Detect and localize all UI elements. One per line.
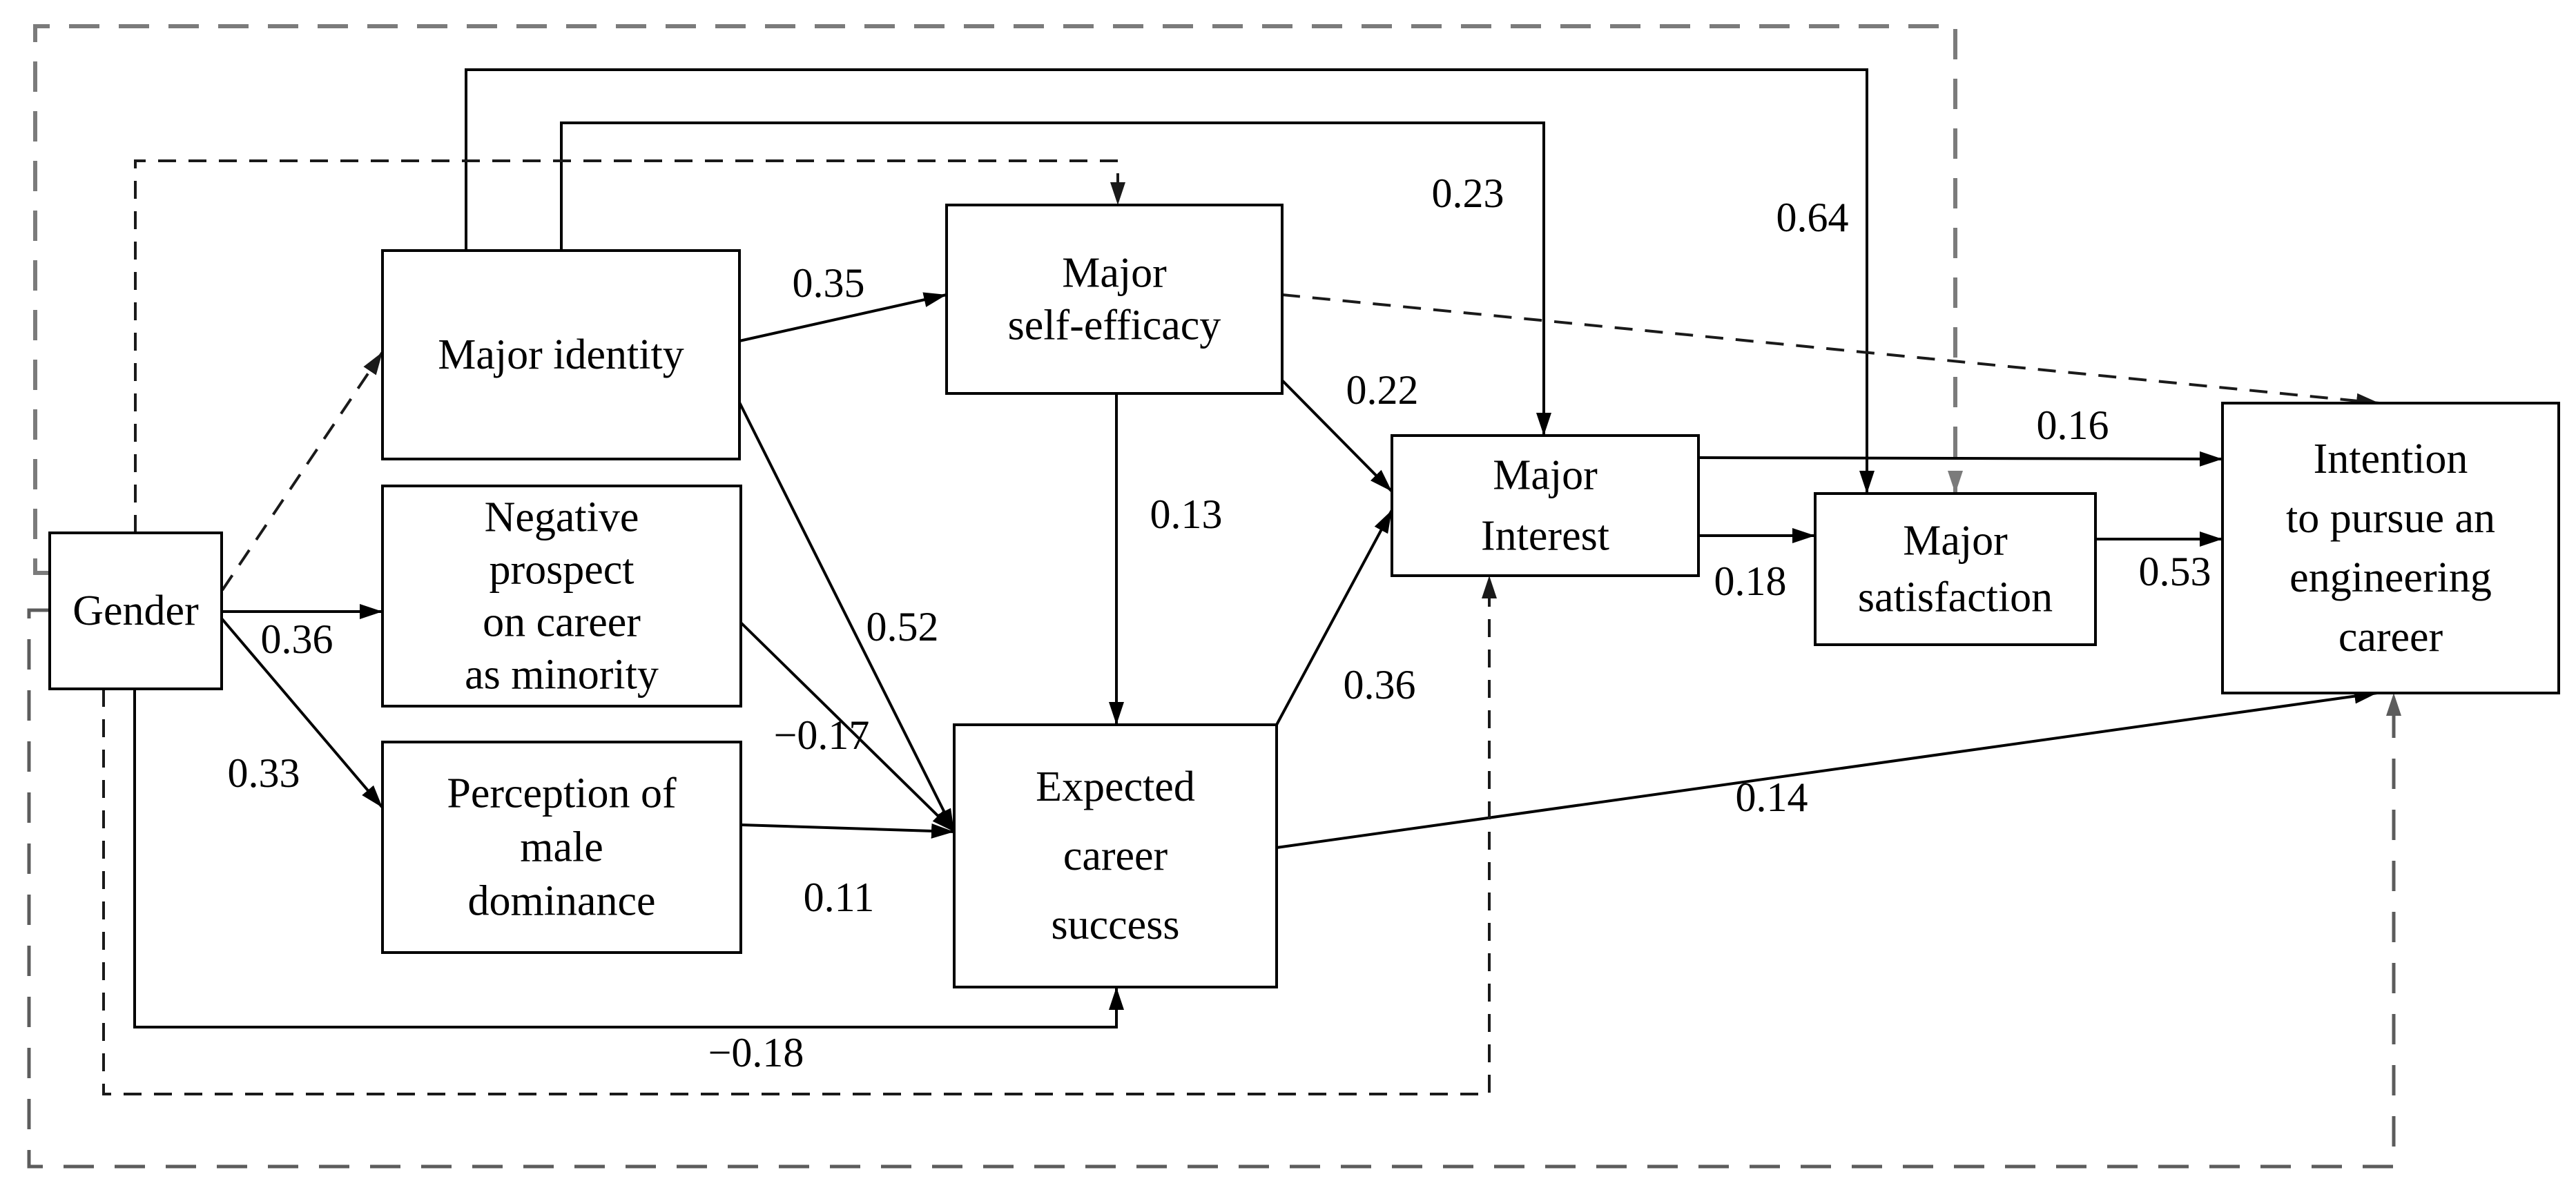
edges-layer bbox=[27, 24, 2401, 1169]
gender-box-label: Gender bbox=[72, 587, 199, 634]
edge-gender-expected-arrow bbox=[133, 689, 1124, 1028]
edge-expected-intention-arrow bbox=[1276, 688, 2378, 849]
coefficient-label-identity-satisfaction: 0.64 bbox=[1776, 195, 1849, 240]
edge-identity-interest-arrow bbox=[560, 121, 1551, 436]
edge-identity-expected-arrow bbox=[738, 402, 956, 832]
major-identity-box-label: Major identity bbox=[438, 331, 684, 378]
major-interest-box-rect bbox=[1391, 434, 1700, 577]
coefficient-label-expected-intention: 0.14 bbox=[1736, 774, 1808, 820]
gender-box-rect bbox=[48, 531, 223, 690]
coefficient-label-perception-expected: 0.11 bbox=[804, 875, 875, 920]
coefficient-labels-layer: 0.36 0.33 0.35 0.52 0.23 0.64 −0.17 0.11 0.13 0.2… bbox=[228, 170, 2211, 1075]
edge-gender-interest-dashed-arrow bbox=[102, 576, 1497, 1095]
intention-box-rect bbox=[2221, 402, 2560, 694]
edge-identity-selfeff-arrow bbox=[739, 292, 947, 342]
coefficient-label-satisfaction-intention: 0.53 bbox=[2139, 549, 2211, 594]
major-identity-box: Major identity bbox=[381, 249, 741, 460]
male-dominance-box-rect bbox=[381, 741, 742, 954]
major-identity-box-rect bbox=[381, 249, 741, 460]
edge-expected-interest-arrow bbox=[1275, 509, 1393, 725]
edge-gender-selfeff-dashed-arrow bbox=[134, 159, 1125, 533]
coefficient-label-gender-expected: −0.18 bbox=[708, 1030, 804, 1075]
coefficient-label-gender-perception: 0.33 bbox=[228, 750, 300, 796]
edge-gender-intention-dashed-arrow bbox=[27, 608, 2401, 1169]
gender-box: Gender bbox=[48, 531, 223, 690]
coefficient-label-selfeff-interest: 0.22 bbox=[1346, 367, 1419, 413]
edge-perception-expected-arrow bbox=[740, 823, 955, 839]
negative-prospect-box-rect bbox=[381, 485, 742, 708]
edge-selfeff-interest-arrow bbox=[1281, 379, 1393, 493]
edge-gender-satisfaction-dashed-arrow bbox=[33, 24, 1963, 575]
coefficient-label-gender-negative: 0.36 bbox=[261, 616, 333, 662]
coefficient-label-identity-interest: 0.23 bbox=[1432, 170, 1504, 216]
coefficient-label-interest-intention: 0.16 bbox=[2037, 402, 2109, 448]
coefficient-label-interest-satisfaction: 0.18 bbox=[1714, 558, 1787, 604]
major-satisfaction-box-rect bbox=[1814, 492, 2097, 646]
edge-negative-expected-arrow bbox=[739, 621, 956, 833]
edge-gender-identity-dashed-arrow bbox=[221, 351, 384, 592]
edge-selfeff-intention-dashed-arrow bbox=[1281, 293, 2380, 409]
expected-career-success-box-rect bbox=[953, 723, 1278, 988]
major-self-efficacy-box-rect bbox=[945, 204, 1284, 395]
edge-gender-perception-arrow bbox=[220, 617, 384, 809]
coefficient-label-selfeff-expected: 0.13 bbox=[1150, 491, 1223, 537]
edge-interest-intention-arrow bbox=[1698, 451, 2223, 467]
coefficient-label-identity-selfeff: 0.35 bbox=[793, 260, 865, 306]
coefficient-label-expected-interest: 0.36 bbox=[1344, 662, 1416, 708]
coefficient-label-negative-expected: −0.17 bbox=[774, 712, 870, 758]
coefficient-label-identity-expected: 0.52 bbox=[866, 604, 939, 650]
